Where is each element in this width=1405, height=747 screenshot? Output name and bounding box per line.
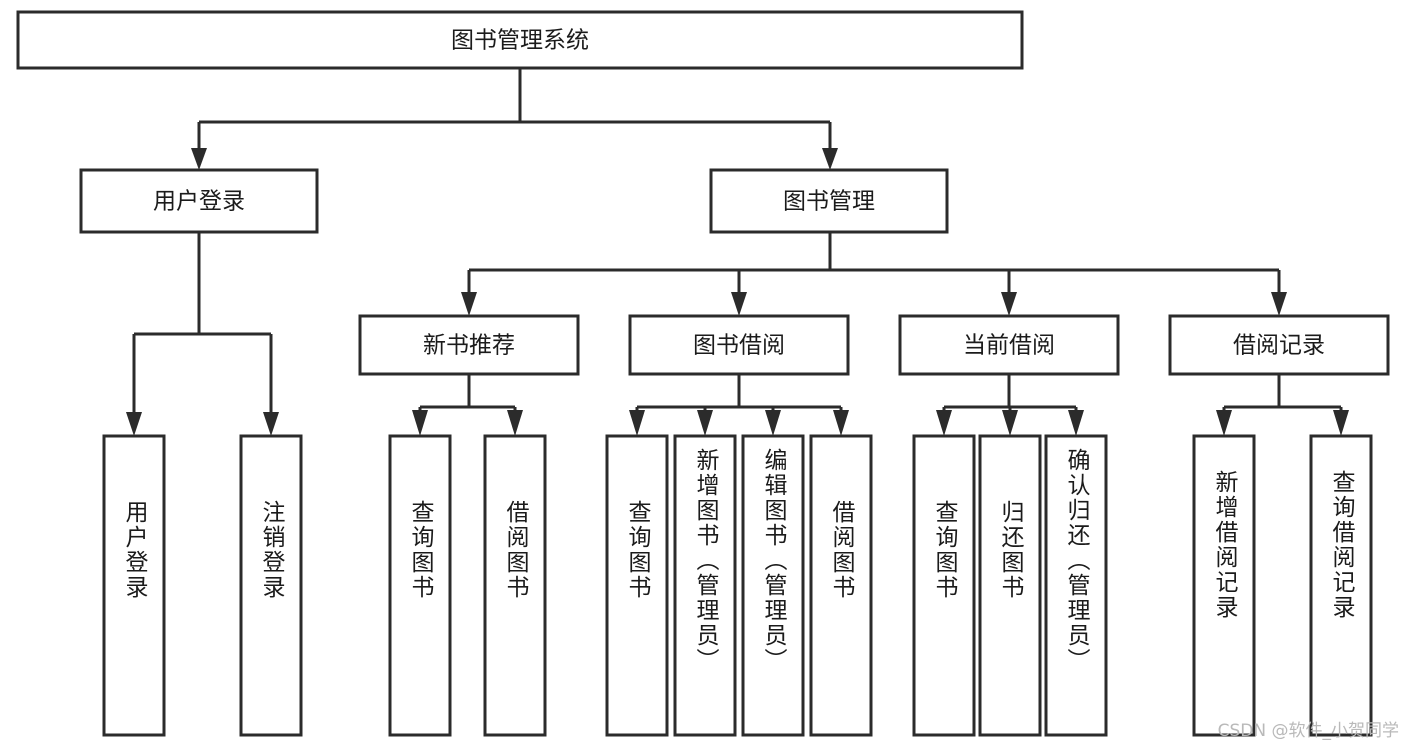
node-leaf-rec-borrow-book[interactable]: 借阅图书 (483, 434, 547, 737)
node-leaf-cur-confirm-return[interactable]: 确认归还（管理员） (1044, 434, 1108, 737)
node-leaf-borrow-lend-book-label: 借阅图书 (828, 500, 856, 600)
node-user-login[interactable]: 用户登录 (79, 168, 319, 234)
node-leaf-record-query-box[interactable] (1309, 434, 1373, 737)
arrow-userlogin-leaf1 (126, 412, 142, 436)
node-current-borrow-box[interactable] (898, 314, 1120, 376)
node-new-book-recommend-box[interactable] (358, 314, 580, 376)
node-borrow-record[interactable]: 借阅记录 (1168, 314, 1390, 376)
node-leaf-rec-borrow-book-box[interactable] (483, 434, 547, 737)
arrow-userlogin-leaf2 (263, 412, 279, 436)
arrow-currentborrow-leaf3 (1068, 410, 1084, 436)
node-leaf-cur-return-book-label: 归还图书 (997, 500, 1025, 600)
node-current-borrow[interactable]: 当前借阅 (898, 314, 1120, 376)
arrow-newbook-leaf1 (412, 410, 428, 436)
node-new-book-recommend-label: 新书推荐 (423, 333, 515, 359)
node-root-label: 图书管理系统 (451, 28, 589, 54)
arrow-to-bookborrow (731, 292, 747, 316)
node-user-login-box[interactable] (79, 168, 319, 234)
node-leaf-user-login-box[interactable] (102, 434, 166, 737)
node-leaf-rec-borrow-book-label: 借阅图书 (502, 500, 530, 600)
node-book-borrow[interactable]: 图书借阅 (628, 314, 850, 376)
node-leaf-borrow-query-book-box[interactable] (605, 434, 669, 737)
node-book-manage-box[interactable] (709, 168, 949, 234)
node-leaf-borrow-add-book[interactable]: 新增图书（管理员） (673, 434, 737, 737)
node-leaf-cur-confirm-return-label: 确认归还（管理员） (1063, 448, 1091, 673)
node-leaf-user-logout-box[interactable] (239, 434, 303, 737)
node-leaf-record-add[interactable]: 新增借阅记录 (1192, 434, 1256, 737)
arrow-bookborrow-leaf3 (765, 410, 781, 436)
node-leaf-record-add-box[interactable] (1192, 434, 1256, 737)
node-leaf-user-login-label: 用户登录 (121, 500, 149, 600)
node-leaf-borrow-edit-book[interactable]: 编辑图书（管理员） (741, 434, 805, 737)
node-leaf-cur-confirm-return-box[interactable] (1044, 434, 1108, 737)
arrow-bookborrow-leaf2 (697, 410, 713, 436)
node-leaf-borrow-query-book-label: 查询图书 (624, 500, 652, 600)
node-leaf-cur-return-book-box[interactable] (978, 434, 1042, 737)
node-leaf-user-logout[interactable]: 注销登录 (239, 434, 303, 737)
node-book-borrow-label: 图书借阅 (693, 333, 785, 359)
node-leaf-borrow-lend-book[interactable]: 借阅图书 (809, 434, 873, 737)
node-leaf-borrow-add-book-label: 新增图书（管理员） (692, 448, 720, 673)
node-leaf-borrow-lend-book-box[interactable] (809, 434, 873, 737)
node-leaf-rec-query-book[interactable]: 查询图书 (388, 434, 452, 737)
node-leaf-cur-return-book[interactable]: 归还图书 (978, 434, 1042, 737)
arrow-bookborrow-leaf4 (833, 410, 849, 436)
node-leaf-borrow-edit-book-label: 编辑图书（管理员） (760, 448, 788, 673)
node-leaf-record-query-label: 查询借阅记录 (1328, 470, 1356, 620)
node-leaf-user-login[interactable]: 用户登录 (102, 434, 166, 737)
node-leaf-rec-query-book-box[interactable] (388, 434, 452, 737)
node-new-book-recommend[interactable]: 新书推荐 (358, 314, 580, 376)
node-leaf-cur-query-book-box[interactable] (912, 434, 976, 737)
arrow-to-currentborrow (1001, 292, 1017, 316)
node-borrow-record-label: 借阅记录 (1233, 333, 1325, 359)
arrow-borrowrecord-leaf2 (1333, 410, 1349, 436)
node-root[interactable]: 图书管理系统 (16, 10, 1024, 70)
node-leaf-rec-query-book-label: 查询图书 (407, 500, 435, 600)
node-leaf-record-add-label: 新增借阅记录 (1211, 470, 1239, 620)
csdn-watermark: CSDN @软件_小贺同学 (1217, 721, 1399, 741)
node-leaf-borrow-query-book[interactable]: 查询图书 (605, 434, 669, 737)
node-leaf-borrow-edit-book-box[interactable] (741, 434, 805, 737)
arrow-currentborrow-leaf1 (936, 410, 952, 436)
node-borrow-record-box[interactable] (1168, 314, 1390, 376)
node-book-manage-label: 图书管理 (783, 189, 875, 215)
node-leaf-borrow-add-book-box[interactable] (673, 434, 737, 737)
node-book-borrow-box[interactable] (628, 314, 850, 376)
arrow-bookborrow-leaf1 (629, 410, 645, 436)
arrow-currentborrow-leaf2 (1002, 410, 1018, 436)
node-leaf-cur-query-book[interactable]: 查询图书 (912, 434, 976, 737)
arrow-newbook-leaf2 (507, 410, 523, 436)
node-leaf-record-query[interactable]: 查询借阅记录 (1309, 434, 1373, 737)
node-current-borrow-label: 当前借阅 (963, 333, 1055, 359)
node-root-box[interactable] (16, 10, 1024, 70)
arrow-to-borrowrecord (1271, 292, 1287, 316)
edge-layer (126, 68, 1349, 436)
arrow-borrowrecord-leaf1 (1216, 410, 1232, 436)
node-leaf-cur-query-book-label: 查询图书 (931, 500, 959, 600)
node-book-manage[interactable]: 图书管理 (709, 168, 949, 234)
arrow-to-user-login (191, 148, 207, 170)
arrow-to-book-manage (822, 148, 838, 170)
node-user-login-label: 用户登录 (153, 189, 245, 215)
arrow-to-newbook (461, 292, 477, 316)
node-leaf-user-logout-label: 注销登录 (258, 500, 286, 600)
